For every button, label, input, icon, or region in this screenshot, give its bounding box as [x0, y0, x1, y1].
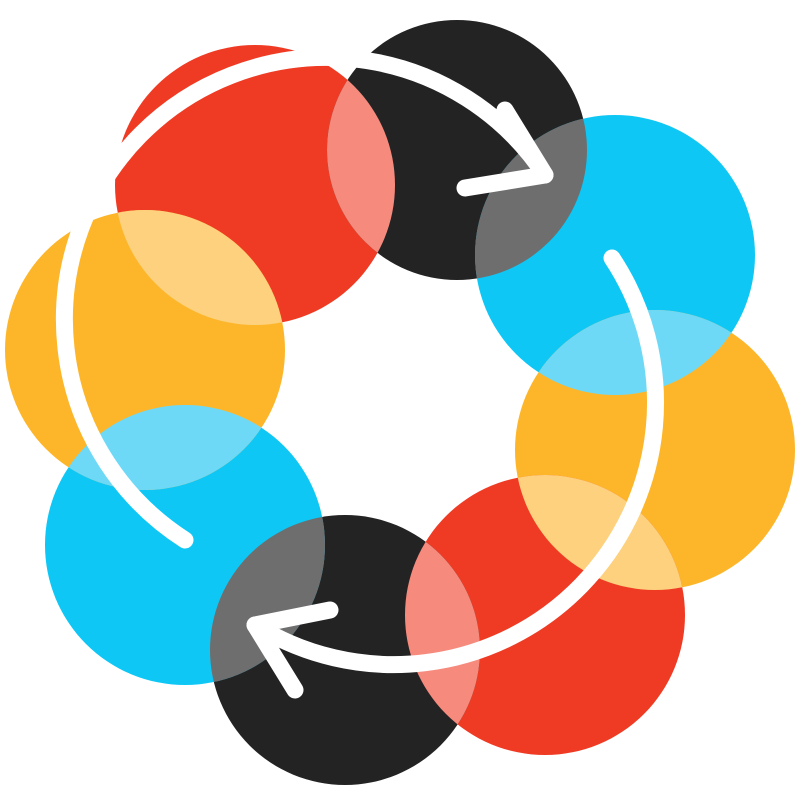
bottom-arrowhead-icon — [246, 601, 339, 699]
overlap-lens — [115, 210, 285, 325]
overlap-lens — [210, 515, 325, 685]
top-arrowhead-icon — [456, 101, 554, 197]
top-arrow-arc — [55, 48, 554, 549]
overlap-lens — [475, 115, 587, 280]
bottom-arrow-arc — [246, 249, 664, 674]
cycle-arrows — [55, 48, 664, 699]
